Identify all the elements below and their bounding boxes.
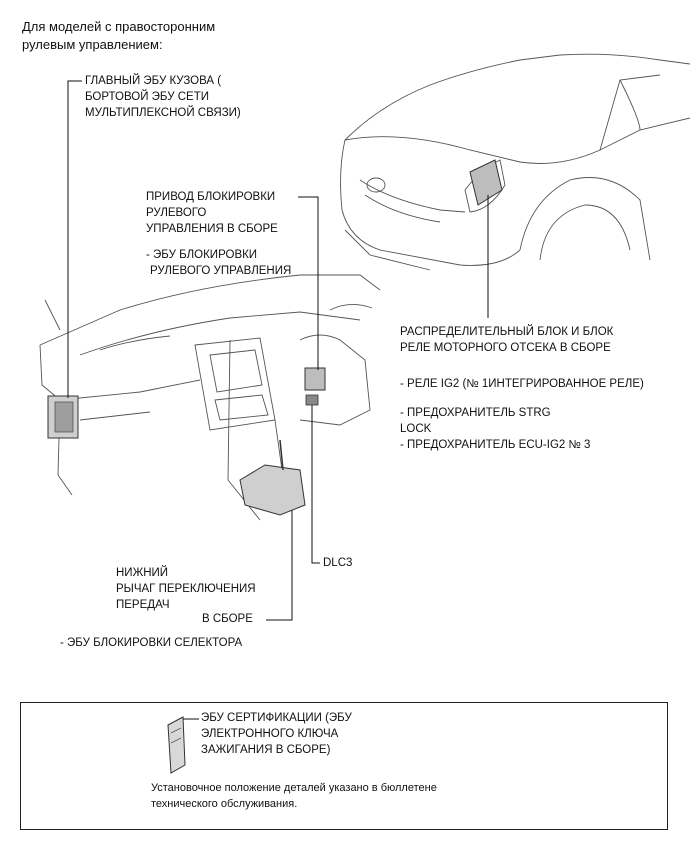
car-roof-line <box>344 53 690 141</box>
cert-ecu-label-3: ЗАЖИГАНИЯ В СБОРЕ) <box>201 744 331 756</box>
leader-main-body-ecu <box>67 80 82 398</box>
shift-lever-label-1: НИЖНИЙ <box>116 567 169 579</box>
legend-artwork <box>167 716 199 774</box>
fuse-strg-label-2: LOCK <box>400 423 432 435</box>
header-line-2: рулевым управлением: <box>22 37 163 52</box>
relay-ig2-label: - РЕЛЕ IG2 (№ 1ИНТЕГРИРОВАННОЕ РЕЛЕ) <box>400 378 644 390</box>
car-a-pillar <box>599 74 661 151</box>
main-body-ecu-label-2: БОРТОВОЙ ЭБУ СЕТИ <box>85 91 209 103</box>
parts <box>47 159 503 516</box>
fuse-strg-label-1: - ПРЕДОХРАНИТЕЛЬ STRG <box>400 407 551 419</box>
cert-ecu-label-1: ЭБУ СЕРТИФИКАЦИИ (ЭБУ <box>201 712 352 724</box>
car-emblem <box>366 177 386 193</box>
vehicle-front-drawing <box>340 53 690 271</box>
dash-vent-left <box>99 335 171 351</box>
car-lower-bumper <box>344 229 431 271</box>
steering-column-area <box>299 334 371 426</box>
install-note-line-2: технического обслуживания. <box>151 798 298 810</box>
dash-controls <box>214 394 269 421</box>
leader-shift-lever <box>266 510 293 621</box>
leader-lines <box>67 80 489 621</box>
dash-top-edge <box>39 274 381 346</box>
legend-box: ЭБУ СЕРТИФИКАЦИИ (ЭБУ ЭЛЕКТРОННОГО КЛЮЧА… <box>20 702 668 830</box>
instrument-hood <box>329 304 373 311</box>
car-grille-lower <box>364 194 441 223</box>
car-hood-line <box>344 117 690 164</box>
car-front-bumper <box>340 139 521 266</box>
steering-lock-label-3: УПРАВЛЕНИЯ В СБОРЕ <box>146 223 278 235</box>
dashboard-drawing <box>39 274 381 521</box>
relay-block-label-2: РЕЛЕ МОТОРНОГО ОТСЕКА В СБОРЕ <box>400 342 611 354</box>
fuse-ecu-ig2-label: - ПРЕДОХРАНИТЕЛЬ ECU-IG2 № 3 <box>400 439 591 451</box>
glovebox-line <box>79 411 151 421</box>
shift-lock-ecu-label: - ЭБУ БЛОКИРОВКИ СЕЛЕКТОРА <box>60 637 243 649</box>
relay-block-part <box>469 159 503 206</box>
shift-lever-assembly-label: В СБОРЕ <box>202 613 253 625</box>
shift-lever-stick <box>279 439 284 471</box>
steering-lock-label-2: РУЛЕВОГО <box>146 207 207 219</box>
install-note-line-1: Установочное положение деталей указано в… <box>151 782 437 794</box>
steering-lock-part <box>304 367 326 391</box>
header-line-1: Для моделей с правосторонним <box>22 19 216 34</box>
car-wheel <box>539 204 631 261</box>
cert-ecu-detail <box>170 727 182 744</box>
car-grille <box>359 179 466 213</box>
dlc3-part <box>305 394 319 406</box>
car-window-edge <box>619 79 641 131</box>
steering-lock-label-1: ПРИВОД БЛОКИРОВКИ <box>146 191 276 203</box>
dash-display <box>209 349 263 393</box>
leader-steering-lock <box>298 196 319 370</box>
relay-block-label-1: РАСПРЕДЕЛИТЕЛЬНЫЙ БЛОК И БЛОК <box>400 326 614 338</box>
shift-lever-label-2: РЫЧАГ ПЕРЕКЛЮЧЕНИЯ <box>116 583 256 595</box>
main-body-ecu-connector <box>54 401 74 433</box>
dash-left-face <box>39 344 201 401</box>
cert-ecu-part <box>167 716 186 774</box>
steering-lock-ecu-label-2: РУЛЕВОГО УПРАВЛЕНИЯ <box>150 265 292 277</box>
console-right <box>274 419 283 471</box>
leader-dlc3 <box>311 405 320 564</box>
dlc3-label: DLC3 <box>323 557 353 569</box>
windshield-edge <box>44 299 61 331</box>
car-wheel-arch <box>519 177 651 261</box>
steering-lock-ecu-label-1: - ЭБУ БЛОКИРОВКИ <box>146 249 258 261</box>
shift-lever-part <box>239 464 306 516</box>
cert-ecu-label-2: ЭЛЕКТРОННОГО КЛЮЧА <box>201 728 339 740</box>
main-body-ecu-label-1: ГЛАВНЫЙ ЭБУ КУЗОВА ( <box>85 75 222 87</box>
main-body-ecu-label-3: МУЛЬТИПЛЕКСНОЙ СВЯЗИ) <box>85 107 241 119</box>
dash-mid-line <box>79 311 361 356</box>
shift-lever-label-3: ПЕРЕДАЧ <box>116 599 170 611</box>
